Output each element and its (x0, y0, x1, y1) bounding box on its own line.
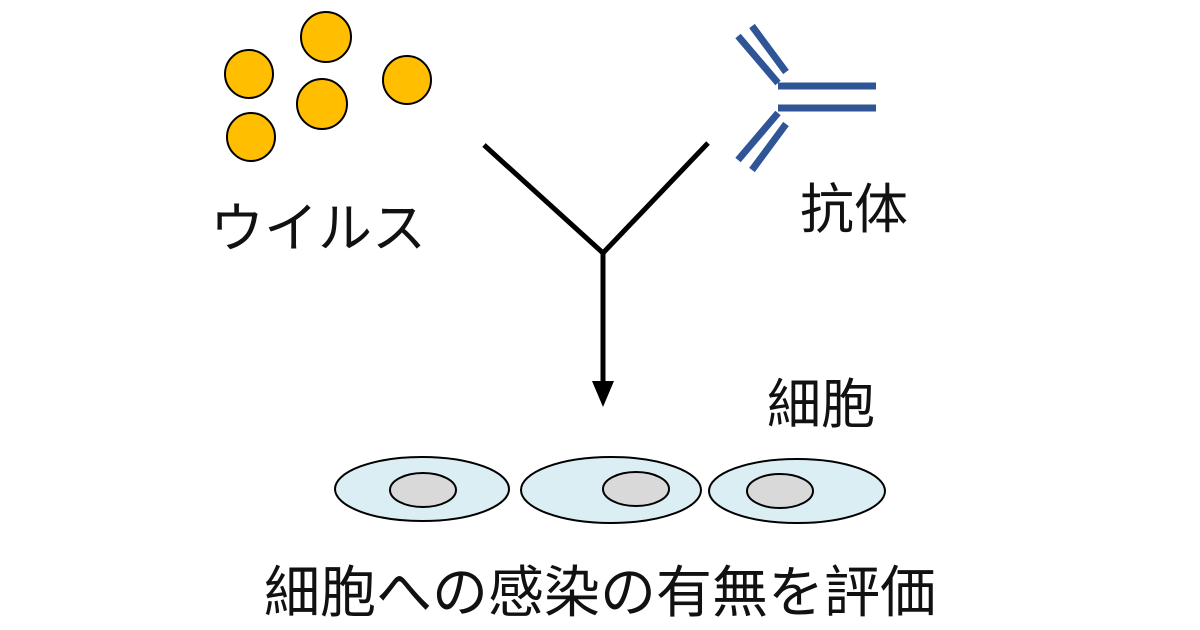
antibody-y-icon (735, 23, 876, 173)
virus-cluster (224, 11, 432, 162)
caption: 細胞への感染の有無を評価 (264, 561, 936, 626)
nucleus-icon (602, 471, 670, 507)
virus-label: ウイルス (210, 197, 426, 260)
nucleus-icon (746, 473, 814, 509)
cell-label: 細胞 (767, 373, 875, 436)
virus-particle-icon (300, 11, 352, 63)
antibody-label: 抗体 (800, 178, 908, 241)
virus-particle-icon (226, 112, 276, 162)
cell-icon (708, 458, 886, 524)
arrow-head-icon (592, 381, 614, 407)
cell-icon (334, 456, 510, 522)
cell-row (334, 456, 886, 524)
nucleus-icon (389, 472, 457, 508)
virus-particle-icon (224, 49, 274, 99)
cell-icon (520, 456, 702, 524)
merge-arrow (482, 141, 710, 382)
virus-particle-icon (296, 78, 348, 130)
virus-particle-icon (382, 55, 432, 105)
